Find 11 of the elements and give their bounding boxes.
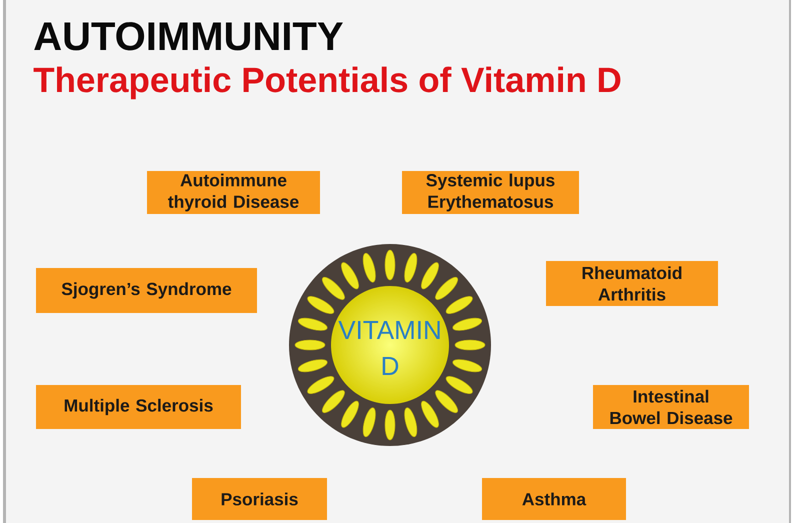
disease-box: Intestinal Bowel Disease	[593, 385, 749, 429]
disease-box: Autoimmune thyroid Disease	[147, 171, 320, 214]
disease-box: Asthma	[482, 478, 626, 520]
disease-box: Rheumatoid Arthritis	[546, 261, 718, 306]
disease-box: Multiple Sclerosis	[36, 385, 241, 429]
sun-illustration: VITAMIN D	[289, 244, 491, 446]
title: AUTOIMMUNITY	[34, 22, 343, 50]
subtitle: Therapeutic Potentials of Vitamin D	[34, 66, 620, 100]
disease-box: Systemic lupus Erythematosus	[402, 171, 579, 214]
disease-box: Sjogren’s Syndrome	[36, 268, 257, 313]
disease-box: Psoriasis	[192, 478, 327, 520]
